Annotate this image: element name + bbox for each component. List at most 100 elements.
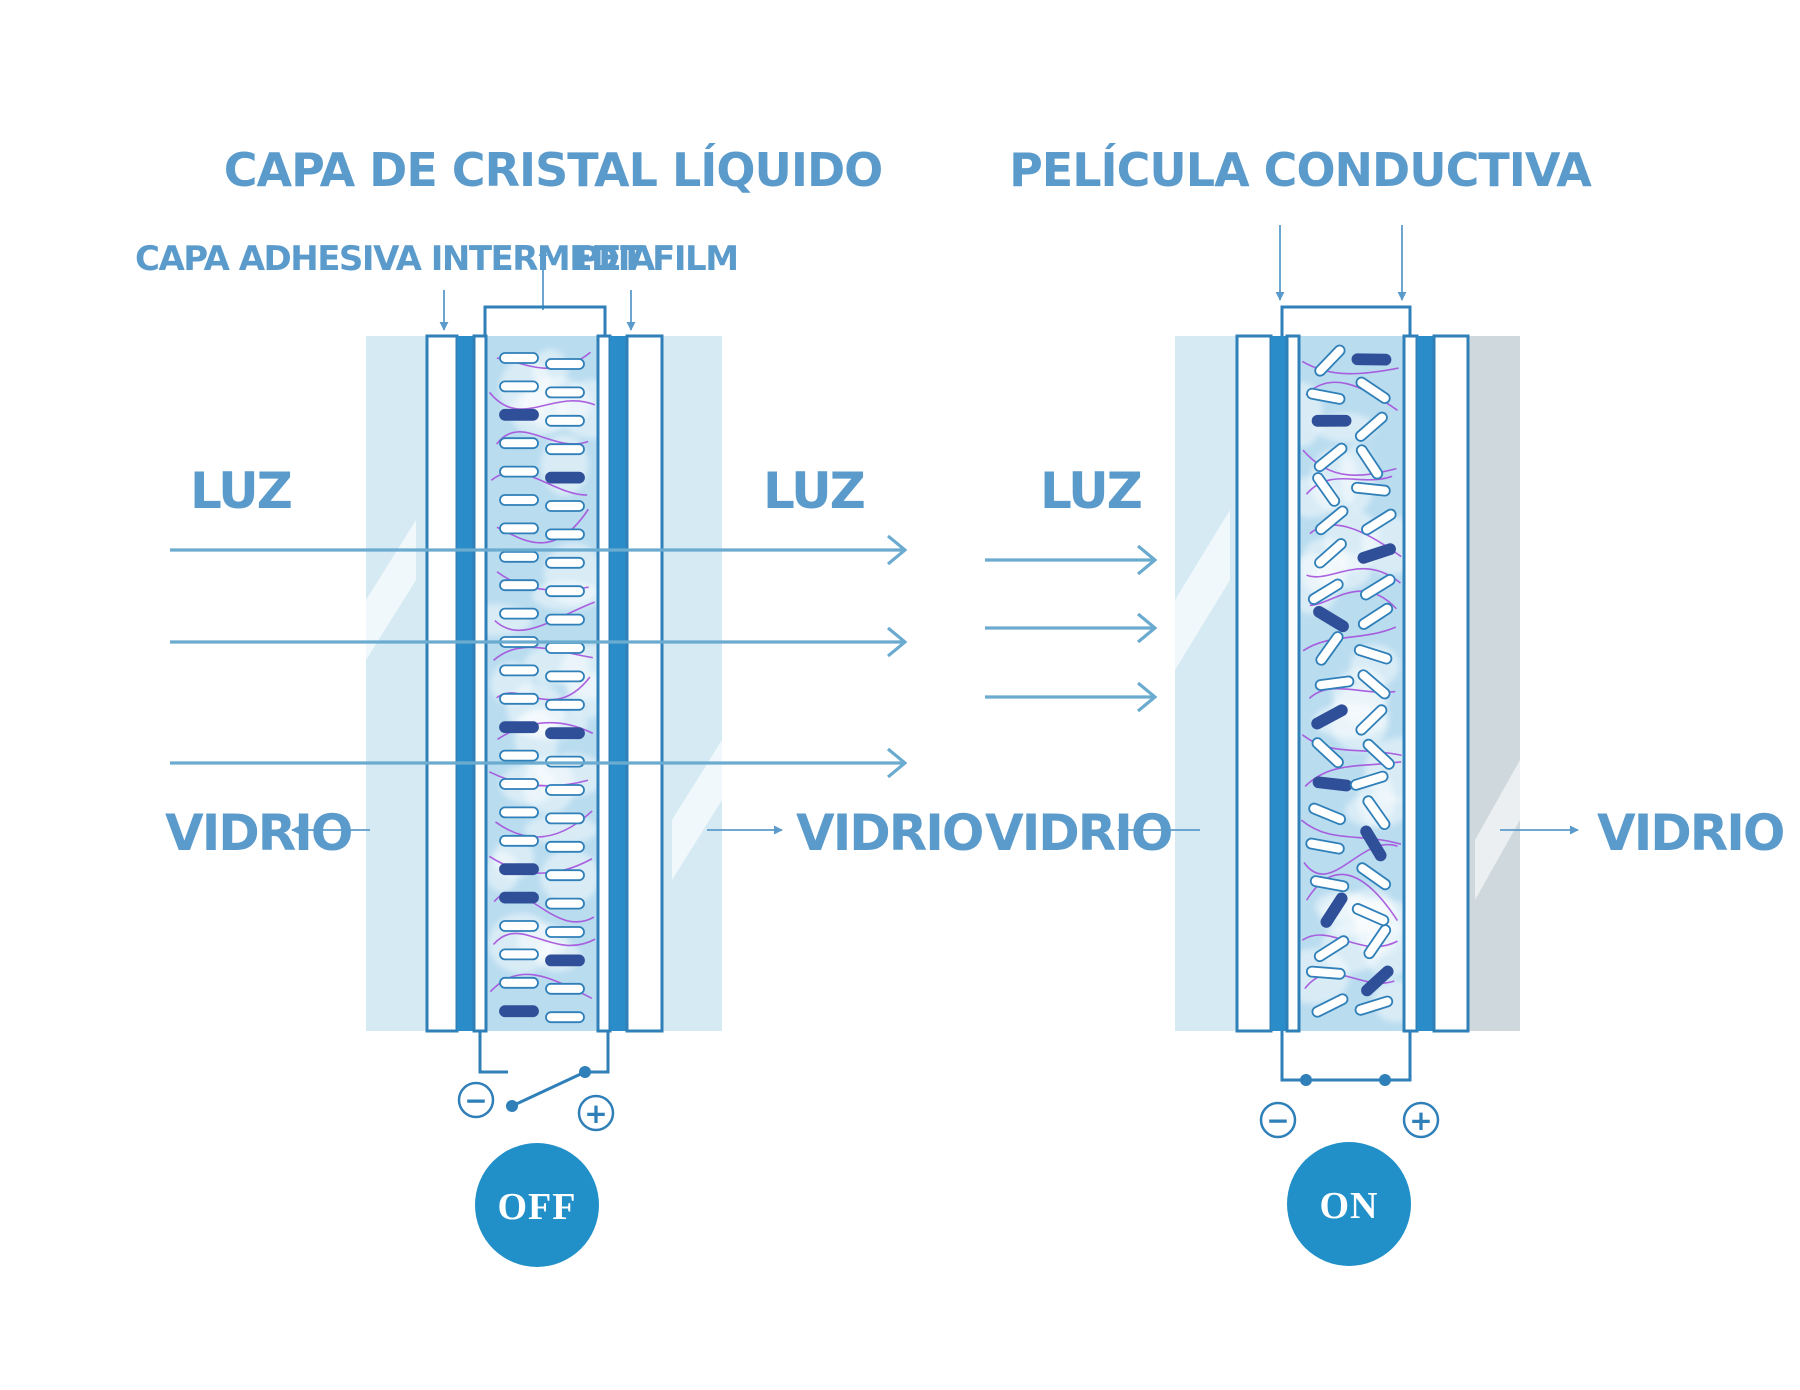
lc-molecule [545, 585, 585, 598]
lc-molecule [499, 465, 539, 478]
pet-film-right [1432, 334, 1470, 1033]
lc-molecule [1320, 892, 1348, 928]
lc-molecule [1354, 995, 1394, 1016]
lc-molecule [1355, 444, 1384, 480]
plus-symbol: + [1409, 1104, 1432, 1137]
lc-molecule [545, 471, 585, 484]
lc-molecule [1311, 737, 1344, 769]
on-state-indicator[interactable] [1287, 1142, 1411, 1266]
lc-molecule [1357, 669, 1391, 700]
glass-label-left: VIDRIO [985, 804, 1171, 862]
polymer-strand [492, 932, 596, 947]
adhesive-right [1402, 334, 1419, 1033]
light-label: LUZ [1040, 462, 1142, 520]
lc-molecule [1313, 605, 1349, 633]
light-label-right: LUZ [763, 462, 865, 520]
lc-molecule [499, 778, 539, 790]
lc-molecule [545, 1011, 585, 1024]
lc-molecule [545, 812, 585, 825]
lc-molecule [545, 528, 585, 541]
lc-molecule [545, 698, 585, 711]
glass-label-right: VIDRIO [796, 804, 982, 862]
glass-glare [366, 520, 416, 660]
lc-molecule [545, 414, 585, 427]
lc-molecule [499, 494, 539, 506]
lc-molecule [1354, 411, 1388, 442]
polymer-strand [1300, 819, 1402, 846]
top-connector [1280, 305, 1412, 336]
lc-molecule [1305, 965, 1346, 980]
lc-molecule [499, 1005, 539, 1018]
lc-molecule [1351, 481, 1391, 497]
lc-molecule [545, 926, 585, 938]
lc-molecule [1349, 770, 1389, 791]
lc-molecule [545, 642, 585, 654]
polymer-strand [1305, 873, 1399, 922]
on-state-label: ON [1320, 1185, 1379, 1227]
lc-molecules-aligned [1305, 344, 1397, 1018]
lc-molecule [1361, 965, 1394, 997]
lc-molecule [1351, 903, 1390, 927]
glass-right [662, 336, 722, 1031]
lc-molecule [1360, 573, 1396, 601]
polymer-strand [1309, 590, 1397, 610]
lc-molecule [1308, 802, 1346, 826]
minus-terminal-icon [1259, 1101, 1297, 1139]
circuit-wire-closed [1280, 1031, 1412, 1082]
lc-molecule [1357, 602, 1394, 630]
lc-molecules-scattered [499, 352, 585, 1024]
pet-film-left [425, 334, 459, 1033]
switch-contact [579, 1066, 591, 1078]
lc-molecule [1351, 353, 1392, 366]
adhesive-right [596, 334, 612, 1033]
plus-terminal-icon [1402, 1101, 1440, 1139]
lc-molecule [1357, 543, 1396, 564]
lc-molecule [545, 727, 585, 740]
off-panel: CAPA DE CRISTAL LÍQUIDO CAPA ADHESIVA IN… [135, 143, 984, 1267]
pet-film-label: PET FILM [575, 239, 738, 279]
circuit-wire [478, 1031, 610, 1074]
lc-molecule [545, 556, 585, 569]
polymer-strand [488, 391, 596, 410]
lc-molecule [545, 670, 585, 683]
lc-molecule [499, 408, 539, 421]
glass-left [1175, 336, 1237, 1031]
on-title: PELÍCULA CONDUCTIVA [1009, 143, 1592, 197]
lc-molecule [1307, 578, 1344, 605]
lc-molecule [499, 352, 539, 364]
polymer-strand [1301, 360, 1399, 375]
lc-molecule [1355, 704, 1388, 736]
lc-molecule [1311, 704, 1348, 730]
lc-molecule [499, 664, 539, 677]
light-label-left: LUZ [190, 462, 292, 520]
open-switch[interactable] [511, 1070, 586, 1108]
top-connector [483, 305, 607, 336]
lc-molecule [1361, 508, 1397, 536]
minus-terminal-icon [457, 1081, 495, 1119]
lc-molecule [499, 437, 539, 450]
lc-molecule [1311, 993, 1349, 1018]
polymer-strand [488, 855, 593, 874]
switch-contact [1300, 1074, 1312, 1086]
lc-molecule [499, 380, 539, 393]
lc-molecule [1305, 837, 1345, 855]
pet-film-right [625, 334, 664, 1033]
lc-molecule [499, 749, 539, 762]
lc-molecule [1363, 924, 1392, 960]
lc-molecule [545, 443, 585, 456]
plus-terminal-icon [577, 1094, 615, 1132]
lc-molecule [499, 948, 539, 961]
lc-molecule [1315, 631, 1344, 666]
minus-symbol: − [464, 1084, 487, 1117]
lc-molecule [1360, 825, 1387, 862]
lc-molecule [499, 834, 539, 847]
lc-molecule [499, 607, 539, 620]
lc-molecule [1315, 505, 1349, 536]
pet-film-left [1235, 334, 1273, 1033]
lc-molecule [1356, 862, 1392, 891]
glass-glare [672, 740, 722, 880]
plus-symbol: + [584, 1097, 607, 1130]
off-state-indicator[interactable] [475, 1143, 599, 1267]
lc-molecule [545, 358, 585, 370]
glass-label-left: VIDRIO [165, 804, 351, 862]
